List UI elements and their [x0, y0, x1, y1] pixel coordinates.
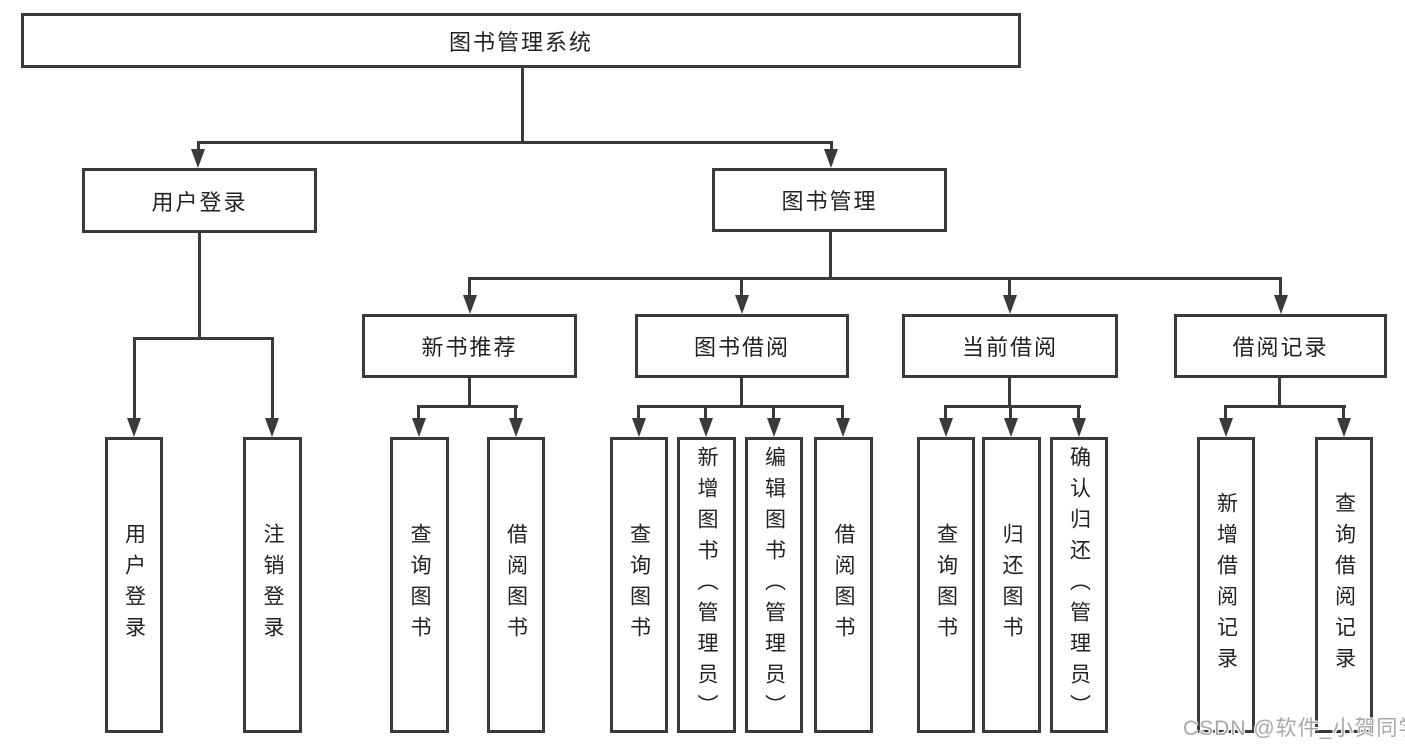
leaf-logout-label: 注销登录: [261, 523, 284, 647]
connector-line: [637, 405, 844, 408]
connector-line: [468, 378, 471, 408]
leaf-add-books-admin: 新增图书（管理员）: [677, 437, 736, 733]
connector-line: [1077, 405, 1080, 421]
leaf-query-borrow-record-label: 查询借阅记录: [1332, 492, 1356, 678]
arrow-down-icon: [939, 418, 953, 437]
node-user-login: 用户登录: [82, 168, 317, 233]
node-root: 图书管理系统: [21, 13, 1021, 68]
connector-line: [841, 405, 844, 421]
leaf-borrow-books-recommend: 借阅图书: [487, 437, 545, 733]
connector-line: [521, 68, 524, 144]
node-book-management: 图书管理: [712, 168, 947, 232]
connector-line: [468, 277, 1281, 280]
connector-line: [1008, 277, 1011, 299]
arrow-down-icon: [735, 295, 749, 314]
leaf-query-books-borrow: 查询图书: [610, 437, 668, 733]
node-current-borrow-label: 当前借阅: [961, 335, 1058, 360]
connector-line: [1009, 405, 1012, 421]
leaf-borrow-books: 借阅图书: [814, 437, 873, 733]
leaf-query-borrow-record: 查询借阅记录: [1315, 437, 1373, 733]
arrow-down-icon: [836, 418, 850, 437]
arrow-down-icon: [509, 418, 523, 437]
arrow-down-icon: [1003, 295, 1017, 314]
connector-line: [944, 405, 1081, 408]
node-borrow-records-label: 借阅记录: [1232, 335, 1329, 360]
arrow-down-icon: [824, 149, 838, 168]
arrow-down-icon: [767, 418, 781, 437]
connector-line: [271, 337, 274, 421]
connector-line: [197, 141, 200, 154]
connector-line: [417, 405, 518, 408]
connector-line: [637, 405, 640, 421]
connector-line: [468, 277, 471, 299]
leaf-confirm-return-admin: 确认归还（管理员）: [1050, 437, 1108, 733]
connector-line: [740, 378, 743, 408]
node-current-borrow: 当前借阅: [902, 314, 1118, 378]
leaf-return-books-label: 归还图书: [1000, 523, 1023, 647]
connector-line: [772, 405, 775, 421]
leaf-confirm-return-admin-label: 确认归还（管理员）: [1067, 445, 1091, 725]
leaf-add-borrow-record: 新增借阅记录: [1197, 437, 1255, 733]
leaf-query-books-recommend: 查询图书: [390, 437, 449, 733]
connector-line: [133, 337, 136, 421]
leaf-query-books-current: 查询图书: [917, 437, 975, 733]
leaf-add-books-admin-label: 新增图书（管理员）: [695, 445, 718, 725]
node-book-borrow-label: 图书借阅: [693, 335, 790, 360]
connector-line: [1279, 277, 1282, 299]
connector-line: [704, 405, 707, 421]
connector-line: [133, 337, 274, 340]
leaf-edit-books-admin: 编辑图书（管理员）: [745, 437, 803, 733]
leaf-query-books-current-label: 查询图书: [934, 523, 958, 647]
node-borrow-records: 借阅记录: [1174, 314, 1387, 378]
node-book-management-label: 图书管理: [781, 189, 878, 214]
node-new-book-recommend-label: 新书推荐: [421, 335, 518, 360]
arrow-down-icon: [191, 149, 205, 168]
connector-line: [1278, 378, 1281, 408]
connector-line: [417, 405, 420, 421]
arrow-down-icon: [412, 418, 426, 437]
leaf-borrow-books-label: 借阅图书: [832, 523, 855, 647]
arrow-down-icon: [632, 418, 646, 437]
arrow-down-icon: [1004, 418, 1018, 437]
connector-line: [1224, 405, 1346, 408]
csdn-watermark: CSDN @软件_小贺同学: [1183, 717, 1405, 740]
arrow-down-icon: [1274, 295, 1288, 314]
leaf-query-books-recommend-label: 查询图书: [408, 523, 431, 647]
leaf-edit-books-admin-label: 编辑图书（管理员）: [762, 445, 786, 725]
leaf-add-borrow-record-label: 新增借阅记录: [1214, 492, 1238, 678]
arrow-down-icon: [127, 418, 141, 437]
arrow-down-icon: [699, 418, 713, 437]
leaf-query-books-borrow-label: 查询图书: [627, 523, 651, 647]
arrow-down-icon: [1337, 418, 1351, 437]
leaf-logout: 注销登录: [243, 437, 302, 733]
node-book-borrow: 图书借阅: [635, 314, 849, 378]
connector-line: [1008, 378, 1011, 408]
connector-line: [514, 405, 517, 421]
connector-line: [829, 232, 832, 280]
node-root-label: 图书管理系统: [448, 29, 593, 55]
arrow-down-icon: [265, 418, 279, 437]
node-new-book-recommend: 新书推荐: [362, 314, 577, 378]
connector-line: [1342, 405, 1345, 421]
arrow-down-icon: [463, 295, 477, 314]
leaf-user-login-label: 用户登录: [122, 523, 146, 647]
connector-line: [830, 141, 833, 154]
arrow-down-icon: [1072, 418, 1086, 437]
leaf-return-books: 归还图书: [982, 437, 1041, 733]
leaf-borrow-books-recommend-label: 借阅图书: [504, 523, 528, 647]
connector-line: [1224, 405, 1227, 421]
connector-line: [944, 405, 947, 421]
connector-line: [197, 141, 833, 144]
leaf-user-login: 用户登录: [105, 437, 163, 733]
node-user-login-label: 用户登录: [151, 189, 248, 215]
connector-line: [740, 277, 743, 299]
arrow-down-icon: [1219, 418, 1233, 437]
connector-line: [198, 233, 201, 340]
